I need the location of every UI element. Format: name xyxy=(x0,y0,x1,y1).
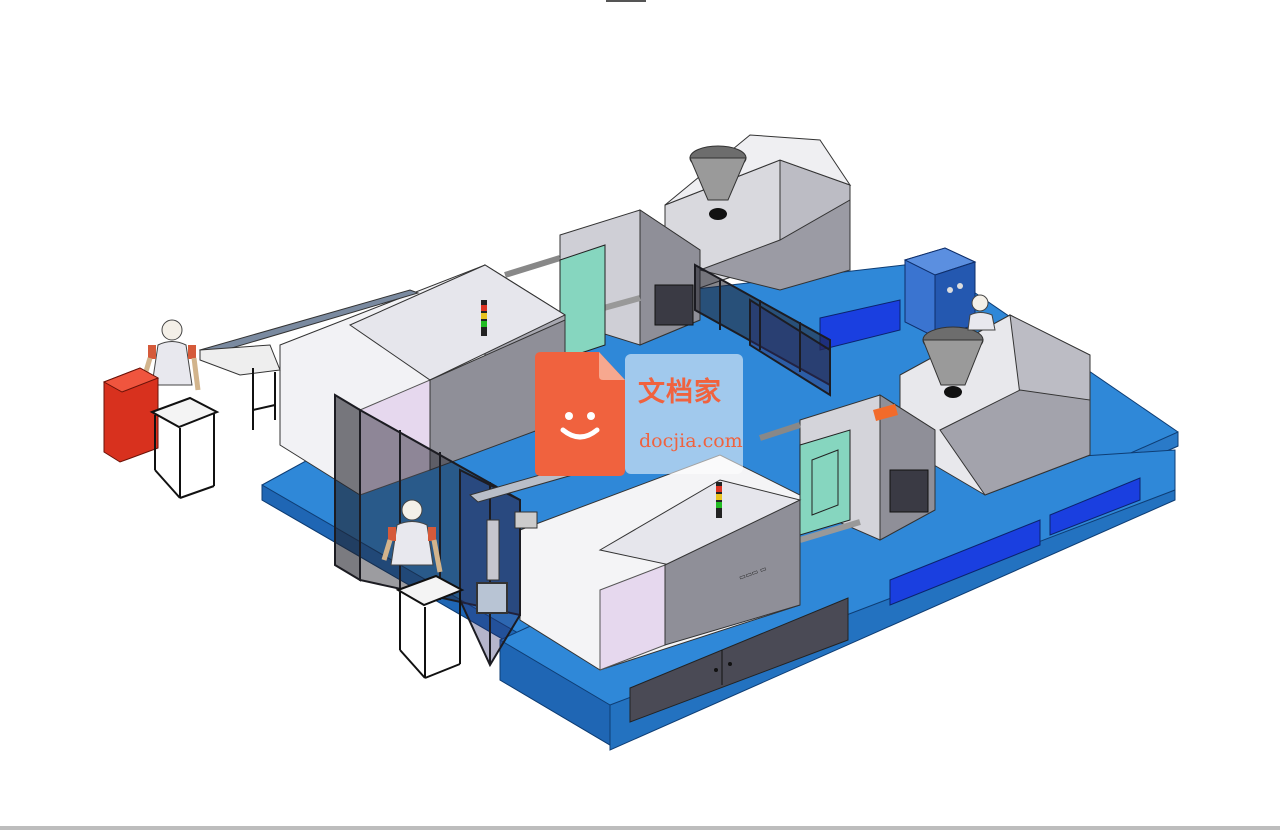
watermark-title: 文档家 xyxy=(638,377,722,408)
control-cabinet xyxy=(903,247,977,338)
top-edge-mark xyxy=(606,0,646,2)
injection-machine-front: ▭▭▭ ▭ xyxy=(519,314,1091,671)
bottom-edge-line xyxy=(0,826,1280,830)
watermark: 文档家 docjia.com xyxy=(533,346,745,480)
operator-right xyxy=(967,294,996,331)
work-table-front xyxy=(395,574,465,679)
watermark-text-background xyxy=(625,354,743,474)
smiley-document-icon xyxy=(535,352,625,476)
injection-machine-back xyxy=(198,134,852,496)
lower-platform xyxy=(499,449,1176,751)
watermark-url: docjia.com xyxy=(639,430,743,452)
conveyor-stand xyxy=(252,368,276,430)
work-table-left xyxy=(149,396,220,499)
safety-fence-back xyxy=(694,263,831,397)
operator-front xyxy=(381,499,443,573)
red-cabinet xyxy=(102,367,160,463)
